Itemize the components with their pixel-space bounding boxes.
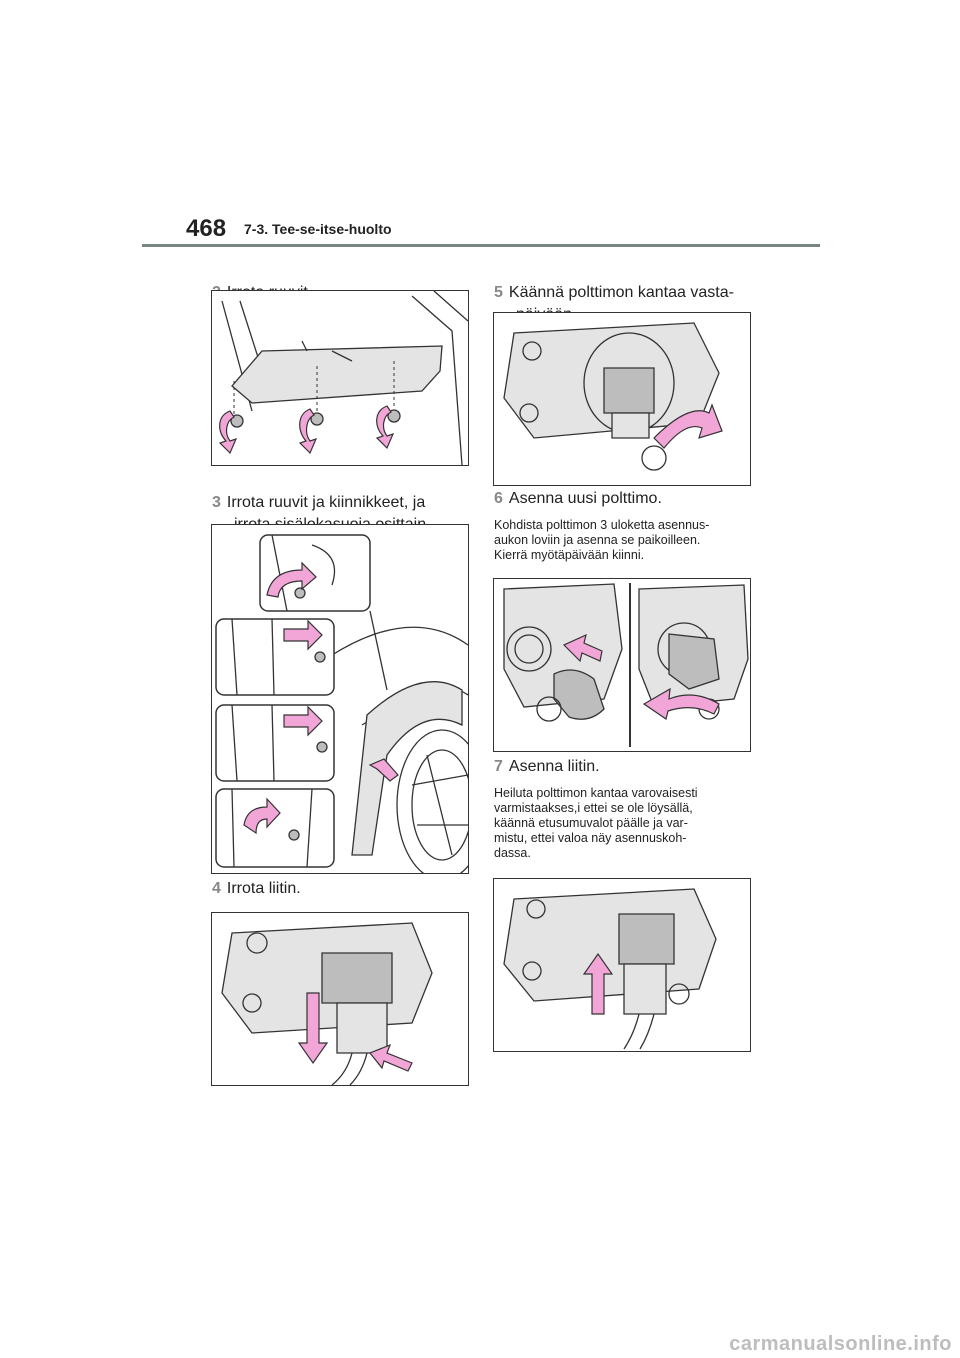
note-step-7: Heiluta polttimon kantaa varovaisesti va… [494, 786, 698, 861]
step-text: Irrota ruuvit ja kiinnikkeet, ja [226, 494, 426, 511]
step-number: 7 [494, 758, 503, 775]
figure-rotate-bulb [493, 312, 751, 486]
note-line: käännä etusumuvalot päälle ja var- [494, 816, 688, 830]
step-text: Irrota liitin. [226, 880, 301, 897]
step-text: Käännä polttimon kantaa vasta- [508, 284, 734, 301]
page-number: 468 [186, 215, 227, 242]
note-line: aukon loviin ja asenna se paikoilleen. [494, 533, 701, 547]
step-4: 4 Irrota liitin. [212, 878, 301, 900]
figure-fender-liner [211, 524, 469, 874]
note-line: dassa. [494, 846, 531, 860]
figure-disconnect-connector [211, 912, 469, 1086]
section-title: 7-3. Tee-se-itse-huolto [244, 221, 392, 237]
step-6: 6 Asenna uusi polttimo. [494, 488, 662, 510]
header-rule [142, 244, 820, 247]
figure-install-bulb [493, 578, 751, 752]
note-line: Kierrä myötäpäivään kiinni. [494, 548, 645, 562]
step-text: Asenna liitin. [508, 758, 600, 775]
step-text: Asenna uusi polttimo. [508, 490, 662, 507]
step-7: 7 Asenna liitin. [494, 756, 600, 778]
figure-attach-connector [493, 878, 751, 1052]
figure-remove-screws [211, 290, 469, 466]
step-number: 4 [212, 880, 221, 897]
page-header: 468 7-3. Tee-se-itse-huolto [186, 215, 820, 255]
step-number: 6 [494, 490, 503, 507]
note-line: Heiluta polttimon kantaa varovaisesti [494, 786, 698, 800]
note-step-6: Kohdista polttimon 3 uloketta asennus- a… [494, 518, 709, 563]
step-number: 5 [494, 284, 503, 301]
note-line: Kohdista polttimon 3 uloketta asennus- [494, 518, 710, 532]
note-line: varmistaakses,i ettei se ole löysällä, [494, 801, 693, 815]
watermark-text: carmanualsonline.info [729, 1333, 952, 1355]
note-line: mistu, ettei valoa näy asennuskoh- [494, 831, 687, 845]
step-number: 3 [212, 494, 221, 511]
